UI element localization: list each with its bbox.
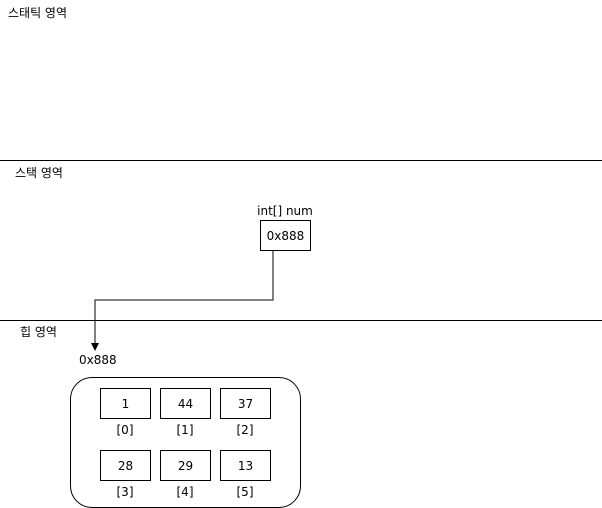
array-cell-index: [5]: [236, 485, 254, 499]
array-cell-index: [0]: [116, 423, 134, 437]
heap-divider: [0, 320, 602, 321]
array-cell-index: [1]: [176, 423, 194, 437]
array-cell-index: [2]: [236, 423, 254, 437]
array-cell-value: 44: [177, 396, 194, 411]
array-cell: 37: [220, 388, 271, 419]
array-cell-value: 28: [117, 458, 134, 473]
array-cell-value: 1: [121, 396, 130, 411]
array-cell: 29: [160, 450, 211, 481]
heap-area-label: 힙 영역: [20, 325, 57, 339]
array-cell: 1: [100, 388, 151, 419]
static-area-label: 스태틱 영역: [8, 6, 68, 20]
array-cell: 13: [220, 450, 271, 481]
stack-divider: [0, 160, 602, 161]
stack-var-box: 0x888: [260, 220, 311, 251]
array-cell: 44: [160, 388, 211, 419]
array-cell-value: 13: [237, 458, 254, 473]
stack-var-value: 0x888: [266, 228, 305, 243]
stack-area-label: 스택 영역: [15, 166, 63, 180]
array-cell-value: 37: [237, 396, 254, 411]
heap-address-label: 0x888: [79, 353, 117, 367]
array-cell-index: [4]: [176, 485, 194, 499]
array-cell-value: 29: [177, 458, 194, 473]
stack-var-label: int[] num: [257, 204, 313, 218]
array-cell-index: [3]: [116, 485, 134, 499]
array-cell: 28: [100, 450, 151, 481]
